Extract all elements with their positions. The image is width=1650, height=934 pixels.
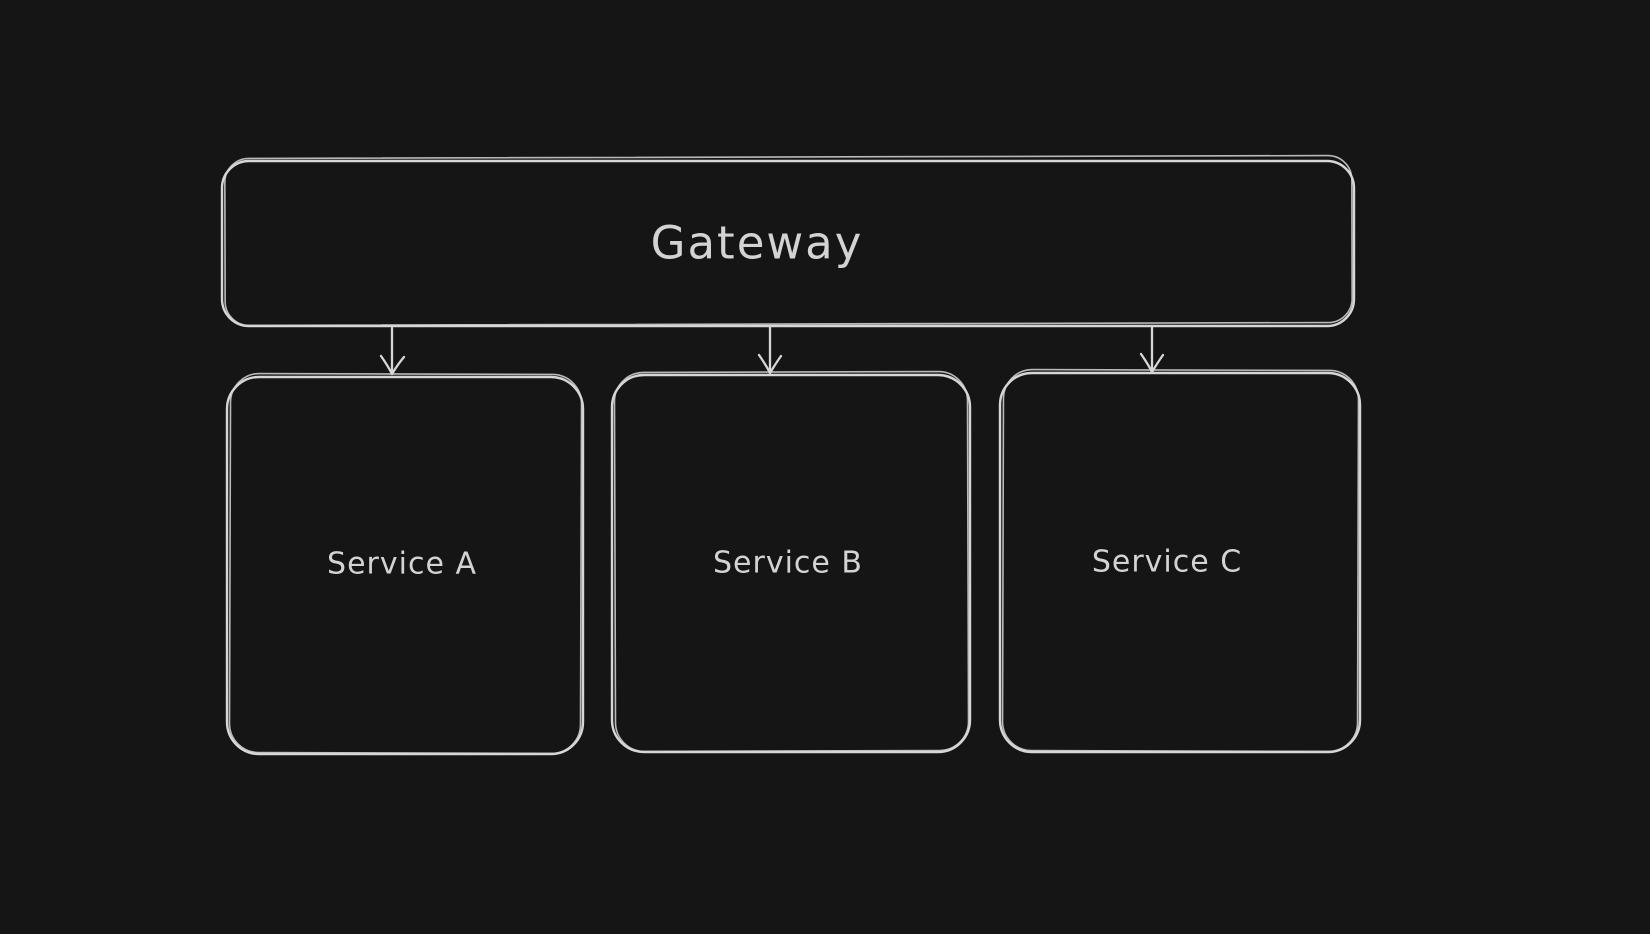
- service-a-node-outline: [225, 375, 585, 756]
- service-c-node-outline: [998, 371, 1362, 754]
- arrow-gateway-to-service-b[interactable]: [757, 325, 783, 375]
- service-b-node-shape[interactable]: [610, 370, 972, 754]
- gateway-node-outline: [220, 159, 1356, 328]
- arrowhead-chevron-icon: [379, 354, 406, 376]
- service-b-node-label[interactable]: Service B: [713, 545, 863, 581]
- gateway-node-label[interactable]: Gateway: [650, 216, 864, 270]
- arrowhead-chevron-icon: [1139, 352, 1165, 374]
- arrow-gateway-to-service-a[interactable]: [379, 326, 406, 376]
- gateway-node-outline-sketch: [224, 154, 1353, 327]
- service-c-node-outline-sketch: [1001, 368, 1360, 753]
- service-a-node-outline-sketch: [228, 372, 583, 755]
- service-b-node-outline: [610, 373, 972, 754]
- service-c-node-label[interactable]: Service C: [1091, 544, 1243, 580]
- gateway-node-shape[interactable]: [220, 154, 1356, 328]
- service-b-node-outline-sketch: [613, 370, 970, 753]
- service-a-node-label[interactable]: Service A: [327, 546, 477, 582]
- service-c-node-shape[interactable]: [998, 368, 1362, 754]
- arrow-gateway-to-service-c[interactable]: [1139, 324, 1165, 374]
- service-a-node-shape[interactable]: [225, 372, 585, 756]
- arrowhead-chevron-icon: [757, 353, 783, 375]
